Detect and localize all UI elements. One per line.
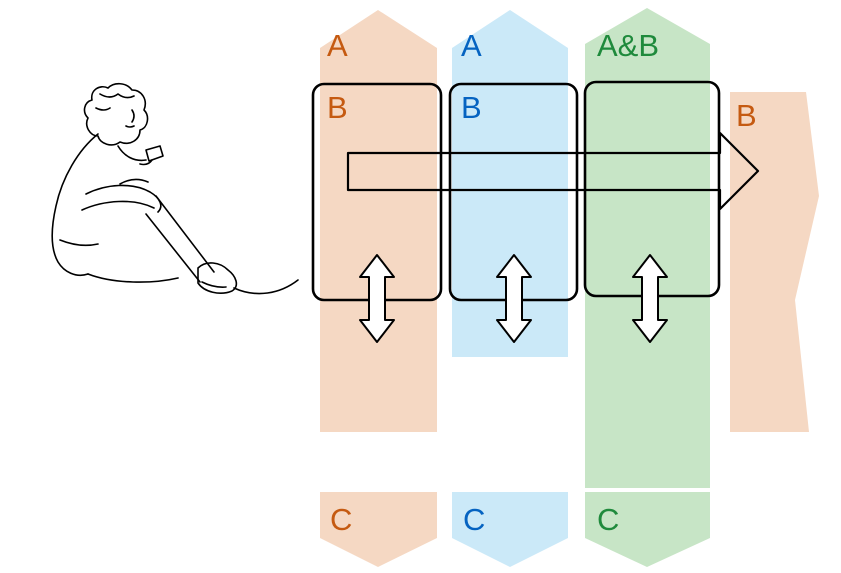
person-phone-path	[145, 145, 164, 162]
label-b-blue: B	[461, 90, 482, 125]
right-orange-band	[730, 92, 819, 432]
person-hair-path	[95, 93, 135, 111]
chevron-c-green	[585, 492, 710, 567]
person-back-path	[51, 133, 99, 277]
label-b-orange: B	[327, 90, 348, 125]
label-b-right: B	[736, 98, 757, 133]
person-ground-line-path	[233, 279, 299, 295]
person-arms-folded-path	[81, 184, 162, 213]
lane-green-band	[585, 8, 710, 488]
label-a-blue: A	[461, 28, 482, 63]
person-seat-path	[59, 239, 179, 283]
label-c-blue: C	[463, 502, 486, 537]
person-knee-path	[119, 178, 149, 185]
chevron-c-blue	[452, 492, 568, 567]
chevron-c-orange	[320, 492, 437, 567]
band-group	[320, 8, 819, 567]
label-a-orange: A	[327, 28, 348, 63]
person-head-path	[83, 82, 149, 146]
label-c-orange: C	[330, 502, 353, 537]
double-arrow-green	[632, 254, 668, 343]
lane-orange-band	[320, 10, 437, 432]
person-shoe-path	[197, 262, 238, 294]
person-face-path	[125, 109, 135, 128]
person-line-art	[51, 82, 299, 295]
person-shin-path	[145, 195, 215, 283]
lane-blue-band	[452, 10, 568, 357]
double-arrow-group	[359, 254, 668, 343]
label-c-green: C	[597, 502, 620, 537]
label-ab-green: A&B	[597, 28, 660, 63]
double-arrow-blue	[496, 254, 532, 343]
double-arrow-orange	[359, 254, 395, 343]
